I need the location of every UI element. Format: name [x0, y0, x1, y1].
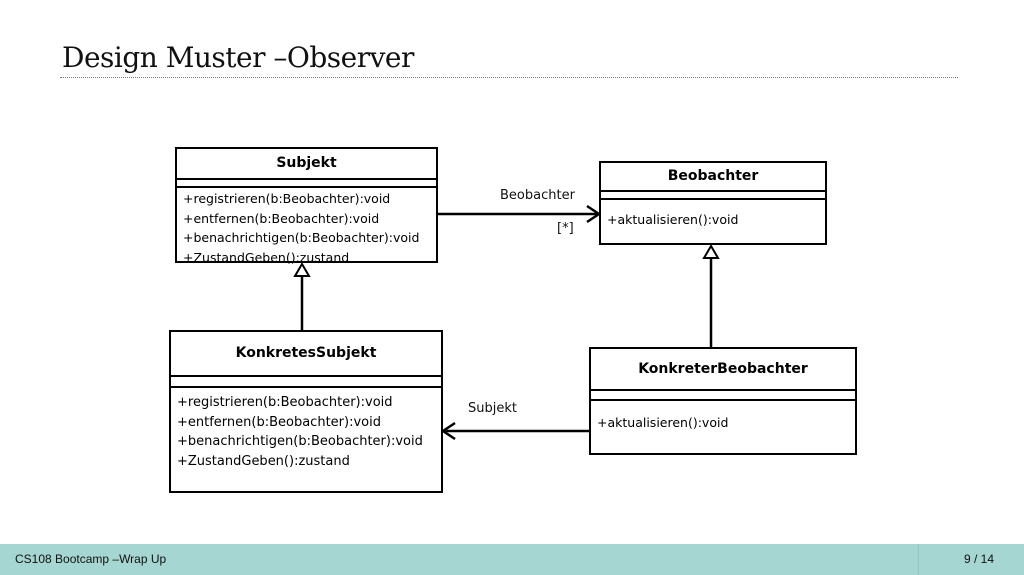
- class-name: Beobachter: [601, 163, 825, 192]
- generalization-triangle-beobachter: [702, 244, 720, 259]
- operations-compartment: +aktualisieren():void: [591, 401, 855, 433]
- attributes-compartment: [171, 377, 441, 388]
- footer-divider: [918, 544, 919, 575]
- class-name: KonkreterBeobachter: [591, 349, 855, 391]
- generalization-triangle-subjekt: [293, 262, 311, 277]
- class-box-konkretes-subjekt: KonkretesSubjekt +registrieren(b:Beobach…: [169, 330, 443, 493]
- operations-compartment: +registrieren(b:Beobachter):void +entfer…: [177, 188, 436, 267]
- operation: +aktualisieren():void: [607, 212, 739, 227]
- attributes-compartment: [177, 180, 436, 188]
- operation: +benachrichtigen(b:Beobachter):void: [183, 230, 420, 245]
- operation: +registrieren(b:Beobachter):void: [183, 191, 391, 206]
- operation: +benachrichtigen(b:Beobachter):void: [177, 434, 423, 449]
- attributes-compartment: [601, 192, 825, 200]
- operation: +registrieren(b:Beobachter):void: [177, 395, 393, 410]
- attributes-compartment: [591, 391, 855, 401]
- operations-compartment: +aktualisieren():void: [601, 200, 825, 230]
- class-box-subjekt: Subjekt +registrieren(b:Beobachter):void…: [175, 147, 438, 265]
- association-role-beobachter: Beobachter: [500, 188, 575, 203]
- operations-compartment: +registrieren(b:Beobachter):void +entfer…: [171, 388, 441, 471]
- association-multiplicity: [*]: [557, 221, 574, 236]
- operation: +entfernen(b:Beobachter):void: [177, 414, 381, 430]
- class-box-beobachter: Beobachter +aktualisieren():void: [599, 161, 827, 245]
- operation: +ZustandGeben():zustand: [183, 249, 350, 265]
- association-role-subjekt: Subjekt: [468, 401, 517, 416]
- footer-bar: CS108 Bootcamp –Wrap Up 9 / 14: [0, 544, 1024, 575]
- class-box-konkreter-beobachter: KonkreterBeobachter +aktualisieren():voi…: [589, 347, 857, 455]
- operation: +aktualisieren():void: [597, 415, 729, 430]
- footer-course-title: CS108 Bootcamp –Wrap Up: [15, 552, 167, 566]
- class-name: KonkretesSubjekt: [171, 332, 441, 377]
- class-name: Subjekt: [177, 149, 436, 180]
- operation: +ZustandGeben():zustand: [177, 453, 350, 469]
- operation: +entfernen(b:Beobachter):void: [183, 210, 380, 226]
- association-arrowhead-subjekt: [440, 421, 456, 441]
- title-divider: [60, 77, 958, 78]
- page-number: 9 / 14: [963, 552, 994, 566]
- slide-title: Design Muster –Observer: [62, 41, 414, 74]
